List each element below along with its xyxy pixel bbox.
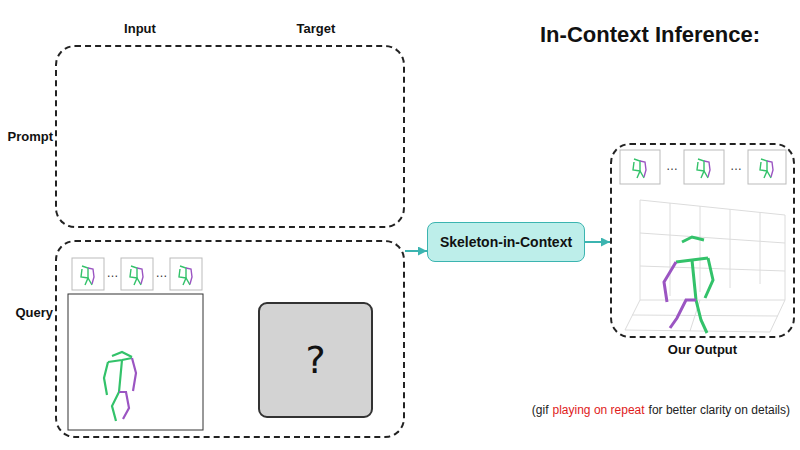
ellipsis: …: [666, 159, 678, 173]
thumbnail-frame: [170, 258, 202, 290]
grid-line: [730, 209, 731, 288]
ellipsis: …: [156, 266, 168, 280]
thumbnail-frame: [684, 150, 724, 184]
skeleton-green: [705, 258, 713, 298]
note-text: for better clarity on details): [649, 403, 790, 417]
output-region: Our Output: [610, 143, 795, 338]
box-label: Skeleton-in-Context: [440, 234, 572, 250]
thumbnail-frame: [121, 258, 153, 290]
grid-line: [670, 203, 671, 296]
region-label: Our Output: [612, 342, 793, 357]
skeleton-purple: [119, 392, 129, 419]
grid-line: [625, 330, 770, 332]
grid-line: [640, 200, 641, 300]
skeleton-green: [112, 360, 122, 421]
skeleton-purple: [670, 300, 696, 328]
thumbnail-skeleton: [81, 266, 94, 285]
row-label: Query: [15, 305, 53, 320]
skeleton-purple: [132, 358, 136, 391]
ellipsis: …: [730, 159, 742, 173]
grid-line: [700, 206, 701, 292]
row-label: Prompt: [8, 129, 54, 144]
note: (gif playing on repeat for better clarity …: [532, 403, 790, 417]
ellipsis: …: [107, 266, 119, 280]
grid-line: [785, 215, 786, 300]
input-frame: [68, 294, 203, 430]
flow-arrow: [405, 250, 427, 252]
thumbnail-frame: [620, 150, 660, 184]
thumbnail-skeleton: [179, 266, 192, 285]
prompt-region: Prompt: [55, 45, 405, 228]
skeleton-green: [108, 358, 132, 362]
note-highlight: playing on repeat: [553, 403, 645, 417]
box-label: ?: [305, 338, 325, 382]
plot-grid: [625, 200, 785, 332]
grid-line: [640, 300, 785, 301]
thumbnail-skeleton: [697, 159, 710, 178]
title: In-Context Inference:: [540, 22, 760, 48]
thumbnail-skeleton: [130, 266, 143, 285]
flow-arrow: [585, 241, 610, 243]
model-box: Skeleton-in-Context: [427, 222, 585, 262]
skeleton-purple: [664, 262, 676, 302]
note-text: (gif: [532, 403, 549, 417]
grid-line: [640, 266, 785, 271]
thumbnail-frame: [748, 150, 786, 184]
grid-line: [640, 200, 785, 215]
skeleton-green: [112, 352, 132, 357]
skeleton-green: [104, 362, 108, 395]
thumbnail-skeleton: [633, 159, 646, 178]
thumbnail-skeleton: [760, 159, 773, 178]
target-placeholder: ?: [258, 302, 373, 418]
grid-line: [632, 315, 778, 316]
column-header: Target: [297, 21, 336, 36]
column-header: Input: [124, 21, 156, 36]
grid-line: [760, 212, 761, 284]
skeleton-green: [682, 237, 704, 242]
thumbnail-frame: [72, 258, 104, 290]
grid-line: [640, 233, 785, 243]
